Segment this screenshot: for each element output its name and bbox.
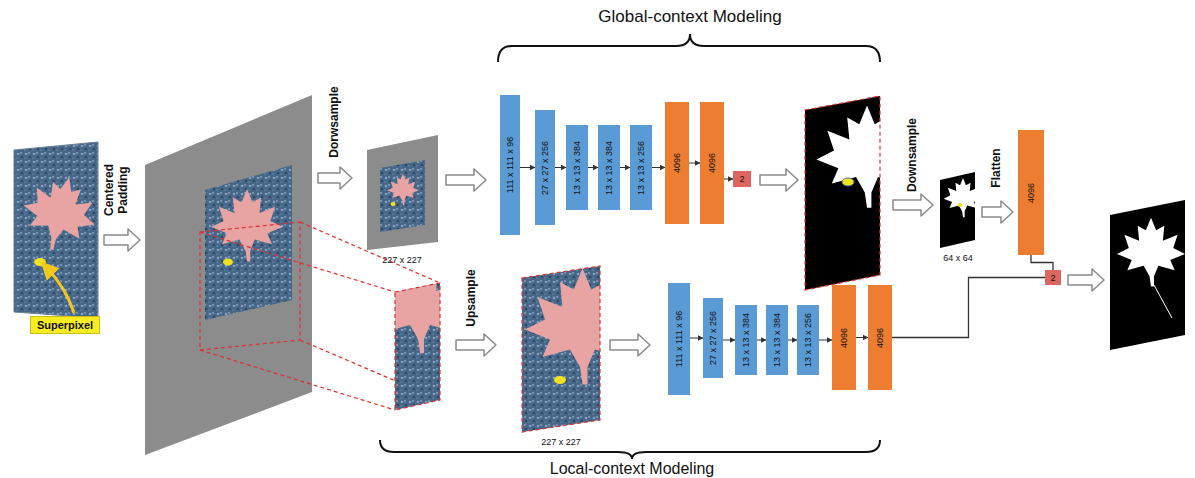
conv-layer-box: 111 x 111 x 96: [500, 95, 520, 235]
group-title: Global-context Modeling: [598, 7, 781, 27]
box-label: 4096: [876, 327, 885, 347]
box-label: 13 x 13 x 384: [605, 140, 614, 194]
merge-line: [892, 278, 1045, 338]
flow-arrow: [620, 167, 630, 168]
box-label: 4096: [840, 327, 849, 347]
box-label: 13 x 13 x 256: [804, 313, 813, 367]
box-label: 27 x 27 x 256: [709, 311, 718, 365]
box-label: 4096: [1027, 182, 1036, 202]
box-label: 13 x 13 x 384: [573, 140, 582, 194]
output-mask: [1110, 200, 1185, 350]
flow-arrow: [588, 167, 598, 168]
flow-arrow: [652, 167, 665, 168]
input-image: [14, 142, 105, 318]
conv-layer-box: 13 x 13 x 384: [566, 125, 588, 210]
step-label: Flatten: [990, 148, 1004, 187]
flow-arrow: [555, 167, 566, 168]
box-label: 13 x 13 x 256: [637, 140, 646, 194]
conv-layer-box: 111 x 111 x 96: [668, 283, 690, 395]
step-label: Dorwsample: [328, 86, 342, 157]
flow-arrow: [856, 337, 868, 338]
dimension-label: 227 x 227: [541, 437, 581, 447]
fc-layer-box: 4096: [700, 102, 724, 224]
conv-layer-box: 13 x 13 x 256: [630, 125, 652, 210]
box-label: 13 x 13 x 384: [773, 313, 782, 367]
downsampled-mask: [940, 172, 982, 248]
fc-layer-box: 4096: [832, 285, 856, 390]
dimension-label: 227 x 227: [382, 255, 422, 265]
box-label: 4096: [708, 153, 717, 173]
step-label: Downsample: [906, 118, 920, 192]
flow-arrow: [723, 340, 735, 341]
flow-arrow: [819, 340, 832, 341]
fc-layer-box: 4096: [868, 285, 892, 390]
group-title: Local-context Modeling: [550, 460, 715, 478]
box-label: 13 x 13 x 384: [742, 313, 751, 367]
global-mask: [805, 96, 918, 290]
flow-arrow: [689, 163, 700, 164]
fc-layer-box: 4096: [1018, 130, 1044, 255]
merge-line: [1031, 255, 1053, 270]
callout-box: Superpixel: [30, 316, 100, 334]
step-label: Centered Padding: [103, 159, 131, 221]
step-label: Upsample: [465, 269, 479, 326]
conv-layer-box: 13 x 13 x 256: [797, 305, 819, 375]
padded-image: [145, 95, 466, 455]
dimension-label: 64 x 64: [943, 253, 973, 263]
box-label: 2: [1050, 273, 1055, 282]
flow-arrow: [788, 340, 797, 341]
conv-layer-box: 13 x 13 x 384: [766, 305, 788, 375]
curly-brace: [498, 34, 880, 62]
flow-arrow: [520, 167, 535, 168]
box-label: 111 x 111 x 96: [675, 311, 684, 367]
conv-layer-box: 27 x 27 x 256: [535, 110, 555, 225]
flow-arrow: [757, 340, 766, 341]
output-box: 2: [733, 171, 751, 187]
box-label: Superpixel: [37, 320, 93, 331]
box-label: 4096: [673, 153, 682, 173]
flow-arrow: [690, 338, 703, 339]
conv-layer-box: 13 x 13 x 384: [598, 125, 620, 210]
flow-arrow: [724, 179, 733, 180]
conv-layer-box: 27 x 27 x 256: [703, 298, 723, 378]
curly-brace: [380, 440, 880, 459]
conv-layer-box: 13 x 13 x 384: [735, 305, 757, 375]
output-box: 2: [1045, 270, 1061, 285]
box-label: 27 x 27 x 256: [541, 140, 550, 194]
box-label: 2: [739, 175, 744, 184]
fc-layer-box: 4096: [665, 102, 689, 224]
downsampled-image: [367, 135, 438, 250]
box-label: 111 x 111 x 96: [506, 137, 515, 193]
